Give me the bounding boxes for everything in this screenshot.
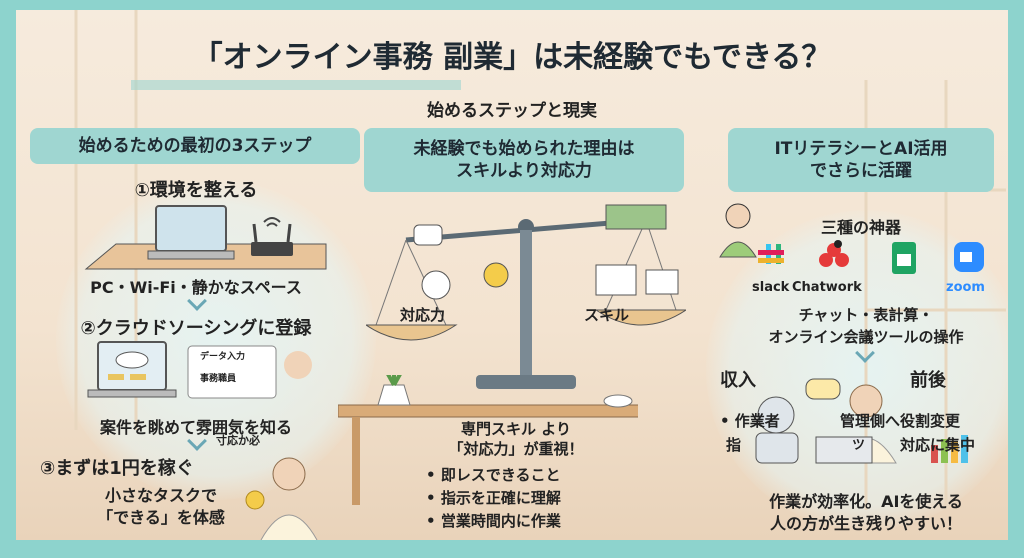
worker-text-2: 指 (726, 436, 742, 454)
slack-icon (758, 244, 784, 264)
page-subtitle: 始めるステップと現実 (427, 101, 597, 121)
bar-chart-icon (931, 435, 968, 463)
right-header: ITリテラシーとAI活用 でさらに活躍 (728, 128, 994, 192)
step3-caption-2: 「できる」を体感 (97, 508, 225, 527)
worker-text-1: • 作業者 (720, 412, 780, 430)
bullet-item: • 指示を正確に理解 (426, 489, 561, 507)
zoom-icon (954, 242, 984, 272)
right-footer-1: 作業が効率化。AIを使える (769, 492, 963, 511)
right-header-line2: でさらに活躍 (810, 161, 912, 181)
bullet-item: • 即レスできること (426, 466, 561, 484)
before-after-label: 前後 (910, 370, 946, 391)
bullet-item: • 営業時間内に作業 (426, 512, 561, 530)
tools-caption-1: チャット・表計算・ (798, 306, 934, 324)
manager-text-1: 管理側へ役割変更 (840, 412, 961, 430)
chatwork-icon (819, 240, 849, 267)
step1-caption: PC・Wi-Fi・静かなスペース (90, 278, 302, 297)
crowdsourcing-illustration (87, 341, 312, 399)
laptop-router-illustration (84, 205, 327, 270)
clock-icon (421, 270, 451, 300)
right-header-line1: ITリテラシーとAI活用 (774, 138, 948, 159)
center-body-1: 専門スキル より (461, 420, 571, 438)
desk-illustration (338, 375, 638, 505)
scale-right-label: スキル (584, 306, 630, 324)
tool-logos (758, 240, 984, 274)
tools-caption-2: オンライン会議ツールの操作 (768, 328, 964, 346)
overlap-text: 寸応か必 (216, 434, 260, 447)
tool-label-chatwork: Chatwork (792, 280, 862, 295)
page-title: 「オンライン事務 副業」は未経験でもできる？ (192, 40, 832, 75)
laptop-icon (815, 436, 873, 464)
wifi-router-icon (251, 217, 293, 256)
center-body-2: 「対応力」が重視！ (448, 440, 584, 458)
money-icon (605, 204, 667, 230)
clock-icon (483, 262, 509, 288)
woman-celebrating-illustration (245, 457, 318, 540)
cloud-icon (115, 351, 149, 369)
step1-title: ①環境を整える (134, 180, 258, 201)
tools-title: 三種の神器 (820, 218, 901, 237)
step3-caption-1: 小さなタスクで (104, 486, 217, 505)
chat-bubble-icon (805, 378, 841, 400)
center-bullets: • 即レスできること • 指示を正確に理解 • 営業時間内に作業 (426, 464, 561, 533)
job-data-entry: データ入力 (200, 352, 246, 362)
manager-text-2: 対応に集中 (900, 436, 976, 454)
robot-and-woman-illustration (755, 378, 968, 464)
laptop-icon (155, 205, 227, 252)
right-footer-2: 人の方が生き残りやすい！ (769, 514, 962, 533)
man-at-desk-illustration (719, 203, 757, 258)
spreadsheet-icon (892, 242, 916, 274)
coin-icon (245, 490, 265, 510)
step3-title: ③まずは1円を稼ぐ (40, 458, 194, 479)
woman-thinking-icon (284, 351, 312, 379)
scale-left-label: 対応力 (400, 306, 446, 324)
mid-text: ツ (852, 438, 866, 453)
left-header: 始めるための最初の3ステップ (30, 128, 360, 164)
center-header-line2: スキルより対応力 (456, 161, 592, 181)
plant-pot-icon (377, 384, 411, 406)
chat-bubble-icon (413, 224, 443, 246)
tool-label-slack: slack (752, 280, 790, 295)
coffee-cup-icon (603, 394, 633, 408)
tool-label-zoom: zoom (946, 280, 985, 295)
step2-caption: 案件を眺めて雰囲気を知る (99, 418, 292, 437)
book-icon (595, 264, 637, 296)
title-underline (131, 80, 461, 90)
code-window-icon (645, 269, 679, 295)
income-label: 収入 (720, 370, 756, 391)
center-header: 未経験でも始められた理由は スキルより対応力 (364, 128, 684, 192)
balance-scale-illustration (366, 204, 686, 389)
job-office-clerk: 事務職員 (200, 374, 237, 384)
center-header-line1: 未経験でも始められた理由は (413, 138, 635, 159)
step2-title: ②クラウドソーシングに登録 (80, 318, 312, 339)
infographic: 「オンライン事務 副業」は未経験でもできる？ 始めるステップと現実 始めるための… (16, 10, 1008, 540)
